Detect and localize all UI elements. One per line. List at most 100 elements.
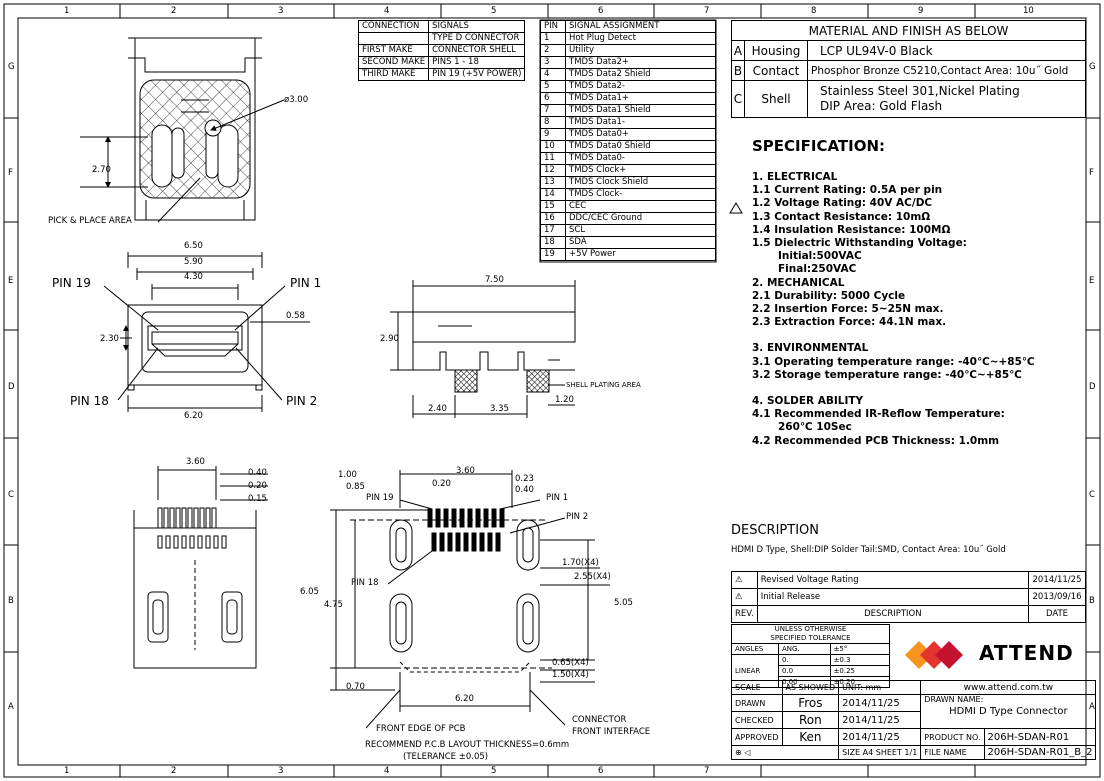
projection-symbol: ⊕ ◁ [730,745,840,760]
dim-085: 0.85 [346,482,365,492]
dim-040: 0.40 [515,485,534,495]
zone-col-label: 7 [704,766,710,776]
frame-outer [3,3,1101,778]
connector-interface-label: CONNECTOR FRONT INTERFACE [572,715,651,737]
pin-1-label: PIN 1 [290,276,322,290]
zone-col-label: 4 [384,6,390,16]
zone-col-label: 1 [64,6,70,16]
description-title: DESCRIPTION [731,523,819,538]
dim-020: 0.20 [248,481,267,491]
company-name: ATTEND [979,641,1074,665]
dim-070: 0.70 [346,682,365,692]
zone-col-label: 4 [384,766,390,776]
dim-240: 2.40 [428,404,447,414]
front-view-drawing [103,252,310,412]
dim-020: 0.20 [432,479,451,489]
pcb-pin-18: PIN 18 [351,578,379,588]
dim-120: 1.20 [555,395,574,405]
bottom-pins [157,507,227,549]
pcb-pin-19: PIN 19 [366,493,394,503]
top-view-drawing [80,37,285,223]
dim-620: 6.20 [184,411,203,421]
zone-row-label: F [8,168,13,178]
zone-col-label: 1 [64,766,70,776]
zone-col-label: 5 [491,6,497,16]
pcb-pin-2: PIN 2 [566,512,589,522]
spec-title: SPECIFICATION: [752,137,886,155]
zone-col-label: 9 [918,6,924,16]
dim-290: 2.90 [380,334,399,344]
material-title: MATERIAL AND FINISH AS BELOW [731,20,1086,41]
dim-015: 0.15 [248,494,267,504]
pcb-pads-bottom [431,532,501,552]
pcb-tolerance-note: (TELERANCE ±0.05) [403,752,489,762]
zone-row-label: E [1089,276,1095,286]
zone-col-label: 7 [704,6,710,16]
zone-row-label: B [8,596,14,606]
dim-255x4: 2.55(X4) [574,572,611,582]
pcb-pin-1: PIN 1 [546,493,569,503]
dim-150x4: 1.50(X4) [552,670,589,680]
zone-row-label: C [8,490,14,500]
front-edge-label: FRONT EDGE OF PCB [376,724,466,734]
zone-col-label: 3 [278,6,284,16]
dim-505: 5.05 [614,598,633,608]
description-text: HDMI D Type, Shell:DIP Solder Tail:SMD, … [731,545,1006,555]
pin-18-label: PIN 18 [70,394,109,408]
attend-logo-mark [905,641,963,669]
zone-row-label: D [8,382,15,392]
zone-ticks [4,4,1100,777]
dim-650: 6.50 [184,241,203,251]
zone-col-label: 2 [171,6,177,16]
dim-590: 5.90 [184,257,203,267]
side-view-drawing [390,280,576,418]
dim-335: 3.35 [490,404,509,414]
zone-col-label: 6 [598,766,604,776]
zone-col-label: 10 [1023,6,1034,16]
dim-058: 0.58 [286,311,305,321]
pcb-layout-drawing [330,470,610,729]
zone-row-label: B [1089,596,1095,606]
bottom-view-drawing [133,466,268,669]
pin-19-label: PIN 19 [52,276,91,290]
pcb-pads-top [427,508,505,528]
pick-place-label: PICK & PLACE AREA [48,216,132,226]
dim-040: 0.40 [248,468,267,478]
dim-100: 1.00 [338,470,357,480]
dim-170x4: 1.70(X4) [562,558,599,568]
zone-row-label: A [8,702,14,712]
dim-230: 2.30 [100,334,119,344]
dim-430: 4.30 [184,272,203,282]
zone-col-label: 6 [598,6,604,16]
frame-inner [17,17,1087,766]
dim-023: 0.23 [515,474,534,484]
spec-body: 1. ELECTRICAL 1.1 Current Rating: 0.5A p… [752,171,1035,447]
dim-475: 4.75 [324,600,343,610]
dim-360: 3.60 [186,457,205,467]
zone-col-label: 3 [278,766,284,776]
zone-row-label: C [1089,490,1095,500]
zone-row-label: G [1089,62,1096,72]
zone-col-label: 8 [811,6,817,16]
shell-plating-label: SHELL PLATING AREA [566,381,641,389]
zone-col-label: 2 [171,766,177,776]
title-block-table: SCALE AS SHOWED UNIT: mm www.attend.com.… [730,680,1097,760]
revision-triangle [729,202,743,214]
pin-2-label: PIN 2 [286,394,318,408]
zone-row-label: G [8,62,15,72]
zone-row-label: E [8,276,14,286]
zone-row-label: F [1089,168,1094,178]
zone-row-label: D [1089,382,1096,392]
dim-750: 7.50 [485,275,504,285]
dim-360: 3.60 [456,466,475,476]
dim-605: 6.05 [300,587,319,597]
zone-col-label: 5 [491,766,497,776]
dim-065x4: 0.65(X4) [552,658,589,668]
dim-height: 2.70 [92,165,111,175]
